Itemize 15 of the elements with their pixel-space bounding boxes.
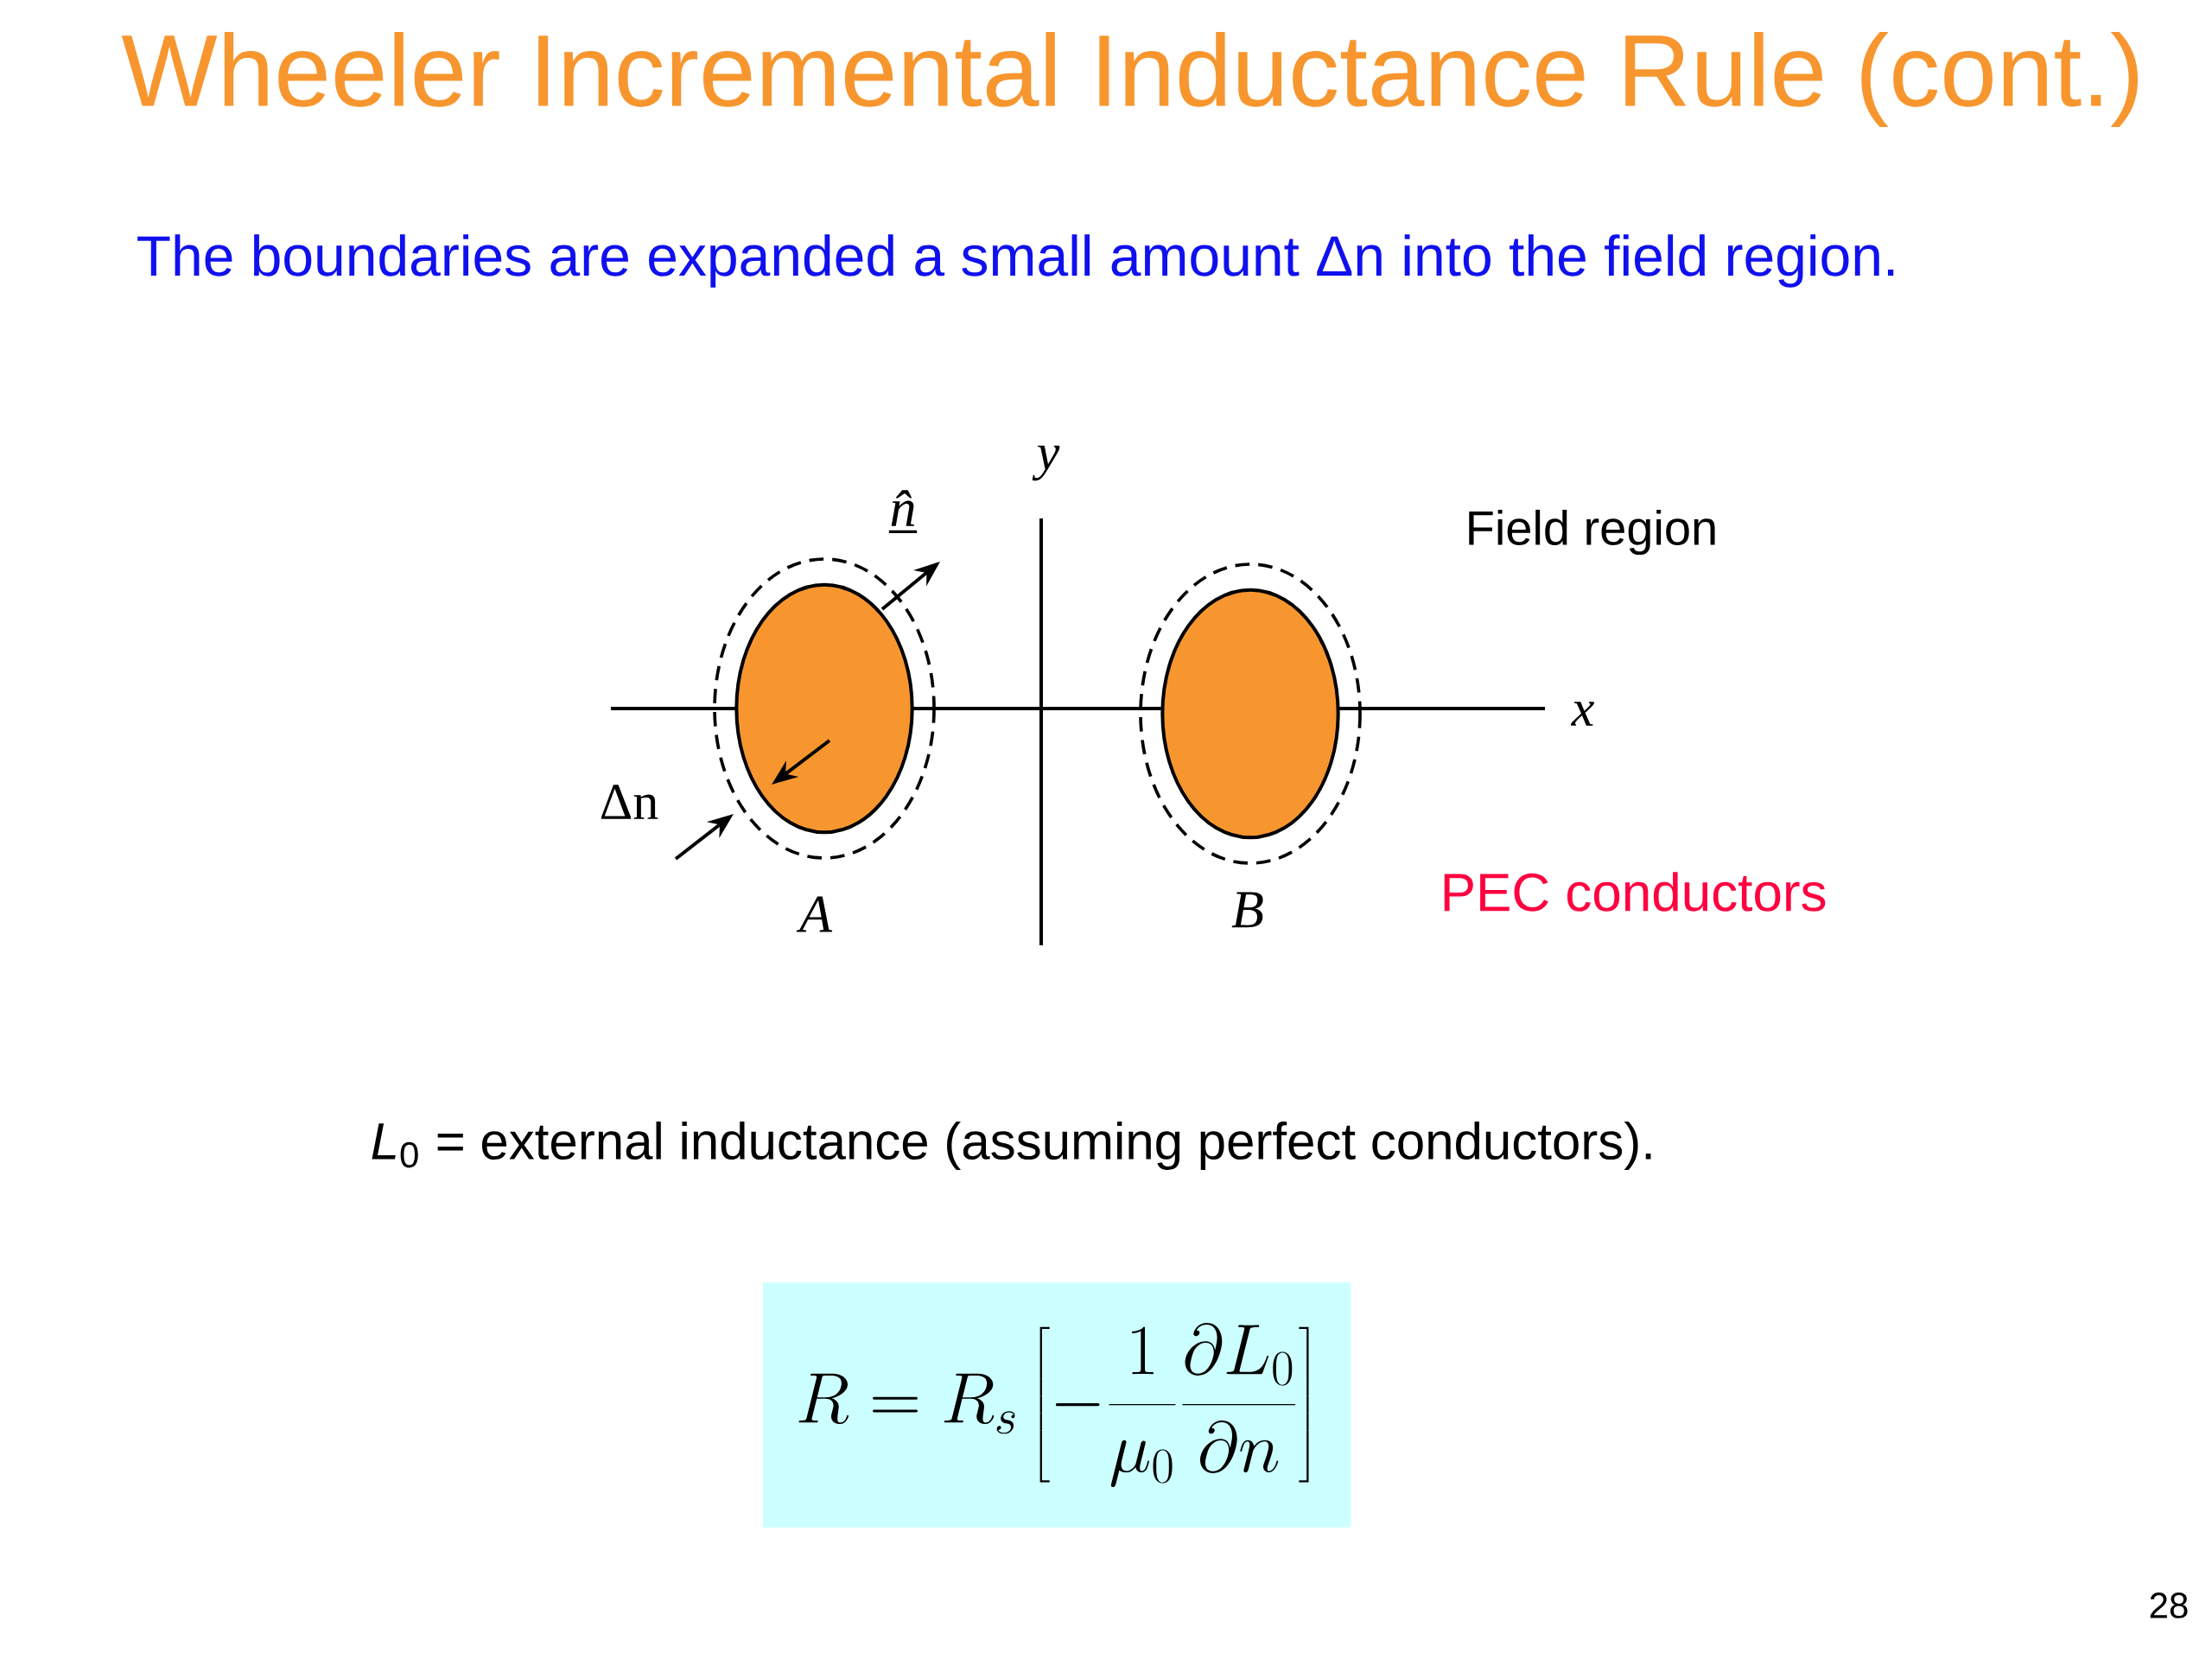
page-number: 28 <box>2150 1592 2188 1618</box>
axis-label: y <box>1032 445 1060 481</box>
conductor-ellipse <box>1160 588 1340 840</box>
conductor-label: B <box>1231 892 1263 928</box>
region-label: Field region <box>1469 509 1715 556</box>
slide-title: Wheeler Incremental Inductance Rule (cont.) <box>121 32 2139 127</box>
formula-box: $R = R_s\left[-\frac{1}{\mu_0}\frac{\partial L_0}{\partial n}\right]$ <box>763 1282 1351 1528</box>
dimension-label: Δn <box>601 785 658 819</box>
definition-text: L$_{0}$ = external inductance (assuming perfect conductors). <box>372 1122 1651 1170</box>
conductor-note: PEC conductors <box>1444 872 1826 912</box>
subtitle-text: The boundaries are expanded a small amount Δn into the field region. <box>137 234 1894 288</box>
conductor-label: A <box>796 896 833 932</box>
conductor-ellipse <box>734 582 914 835</box>
axis-label: x <box>1570 702 1594 726</box>
unit-vector-label: n̂ <box>891 490 914 526</box>
